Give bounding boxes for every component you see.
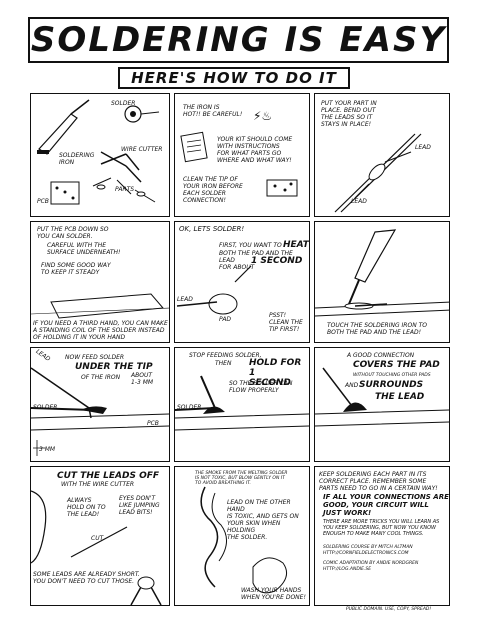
text-heat: HEAT xyxy=(283,240,309,250)
text-about-mm: ABOUT 1-3 MM xyxy=(131,372,154,386)
tools-illustration xyxy=(37,99,160,205)
text-psst: PSST! CLEAN THE TIP FIRST! xyxy=(269,312,303,333)
page-subtitle: HERE'S HOW TO DO IT xyxy=(131,69,337,87)
touch-iron-illustration xyxy=(315,229,449,317)
page-title: SOLDERING IS EASY xyxy=(30,20,447,60)
text-careful-surface: CAREFUL WITH THE SURFACE UNDERNEATH! xyxy=(47,242,121,256)
text-clean-tip: CLEAN THE TIP OF YOUR IRON BEFORE EACH S… xyxy=(183,176,243,204)
text-covers-pad: COVERS THE PAD xyxy=(353,360,440,370)
text-third-hand: IF YOU NEED A THIRD HAND, YOU CAN MAKE A… xyxy=(33,320,168,341)
title-box: SOLDERING IS EASY xyxy=(28,17,449,63)
label-3mm: 3 MM xyxy=(39,446,56,453)
pcb-down-illustration xyxy=(31,293,169,319)
text-flow: SO THE SOLDER CAN FLOW PROPERLY xyxy=(229,380,293,394)
text-the-lead: THE LEAD xyxy=(375,392,425,402)
text-comic-credit: COMIC ADAPTATION BY ANDIE NORDGREN HTTP:… xyxy=(323,561,419,572)
text-of-iron: OF THE IRON xyxy=(81,374,121,381)
text-and: AND xyxy=(345,382,359,389)
text-hold-second: HOLD FOR 1 SECOND xyxy=(249,358,302,388)
text-already-short: SOME LEADS ARE ALREADY SHORT. YOU DON'T … xyxy=(33,571,140,585)
label-soldering-iron: SOLDERING IRON xyxy=(59,152,95,166)
label-solder: SOLDER xyxy=(111,100,136,107)
text-always-hold: ALWAYS HOLD ON TO THE LEAD! xyxy=(67,497,106,518)
text-iron-hot: THE IRON IS HOT!! BE CAREFUL! xyxy=(183,104,243,118)
cut-leads-illustration xyxy=(31,490,162,605)
panel-safety-lead: THE SMOKE FROM THE MELTING SOLDER IS NOT… xyxy=(174,466,310,606)
text-smoke: THE SMOKE FROM THE MELTING SOLDER IS NOT… xyxy=(195,471,288,486)
panel-heat: OK, LETS SOLDER! FIRST, YOU WANT TO HEAT… xyxy=(174,221,310,343)
panel-place-part: PUT YOUR PART IN PLACE. BEND OUT THE LEA… xyxy=(314,93,450,217)
panel-safety: ⚡♨ THE IRON IS HOT!! BE CAREFUL! YOUR KI… xyxy=(174,93,310,217)
panel-keep-soldering: KEEP SOLDERING EACH PART IN ITS CORRECT … xyxy=(314,466,450,606)
label-lead-bottom: LEAD xyxy=(351,198,367,205)
text-stop-feeding: STOP FEEDING SOLDER, xyxy=(189,352,262,359)
label-lead-top: LEAD xyxy=(415,144,431,151)
label-cut: CUT xyxy=(91,535,104,542)
label-pcb: PCB xyxy=(147,420,159,427)
text-under-tip: UNDER THE TIP xyxy=(75,362,153,372)
svg-text:⚡♨: ⚡♨ xyxy=(253,109,272,123)
heat-illustration xyxy=(176,265,252,315)
text-place-part: PUT YOUR PART IN PLACE. BEND OUT THE LEA… xyxy=(321,100,377,128)
text-instructions: YOUR KIT SHOULD COME WITH INSTRUCTIONS F… xyxy=(217,136,293,164)
panel-hold: STOP FEEDING SOLDER, THEN HOLD FOR 1 SEC… xyxy=(174,347,310,462)
text-keep-steady: FIND SOME GOOD WAY TO KEEP IT STEADY xyxy=(41,262,111,276)
label-wire-cutter: WIRE CUTTER xyxy=(121,146,163,153)
text-course-credit: SOLDERING COURSE BY MITCH ALTMAN HTTP://… xyxy=(323,545,413,556)
safety-illustration: ⚡♨ xyxy=(180,109,298,197)
footer-license: PUBLIC DOMAIN. USE, COPY, SPREAD! xyxy=(346,607,432,612)
panel-tools: SOLDER WIRE CUTTER SOLDERING IRON PARTS … xyxy=(30,93,170,217)
text-keep-soldering: KEEP SOLDERING EACH PART IN ITS CORRECT … xyxy=(319,471,438,492)
text-first: FIRST, YOU WANT TO xyxy=(219,242,282,249)
label-solder: SOLDER xyxy=(177,404,202,411)
text-both-pad-lead: BOTH THE PAD AND THE LEAD FOR ABOUT xyxy=(219,250,293,271)
smoke-hands-illustration xyxy=(200,486,288,594)
text-without: WITHOUT TOUCHING OTHER PADS xyxy=(353,373,431,378)
text-then: THEN xyxy=(215,360,232,367)
text-good-connection: A GOOD CONNECTION xyxy=(347,352,415,359)
label-pad: PAD xyxy=(219,316,232,323)
text-wash-hands: WASH YOUR HANDS WHEN YOU'RE DONE! xyxy=(241,587,306,601)
text-one-second: 1 SECOND xyxy=(251,256,303,266)
text-pcb-down: PUT THE PCB DOWN SO YOU CAN SOLDER. xyxy=(37,226,109,240)
hold-illustration xyxy=(175,375,309,431)
text-lead-toxic: LEAD ON THE OTHER HAND IS TOXIC, AND GET… xyxy=(227,499,299,541)
subtitle-box: HERE'S HOW TO DO IT xyxy=(118,67,350,89)
good-connection-illustration xyxy=(315,367,449,427)
panel-touch-iron: TOUCH THE SOLDERING IRON TO BOTH THE PAD… xyxy=(314,221,450,343)
label-solder: SOLDER xyxy=(33,404,58,411)
part-illustration xyxy=(334,133,422,213)
text-surrounds: SURROUNDS xyxy=(359,380,424,390)
text-now-feed: NOW FEED SOLDER xyxy=(65,354,125,361)
label-parts: PARTS xyxy=(115,186,135,193)
text-touch-iron: TOUCH THE SOLDERING IRON TO BOTH THE PAD… xyxy=(327,322,427,336)
panel-pcb-down: PUT THE PCB DOWN SO YOU CAN SOLDER. CARE… xyxy=(30,221,170,343)
label-pcb: PCB xyxy=(37,198,49,205)
text-lets-solder: OK, LETS SOLDER! xyxy=(179,225,245,233)
panel-feed-solder: LEAD NOW FEED SOLDER UNDER THE TIP OF TH… xyxy=(30,347,170,462)
text-eyes: EYES DON'T LIKE JUMPING LEAD BITS! xyxy=(119,495,160,516)
panel-good-connection: A GOOD CONNECTION COVERS THE PAD WITHOUT… xyxy=(314,347,450,462)
text-cut-leads: CUT THE LEADS OFF xyxy=(57,471,160,481)
text-if-all-good: IF ALL YOUR CONNECTIONS ARE GOOD, YOUR C… xyxy=(323,493,449,517)
feed-solder-illustration xyxy=(31,367,169,456)
text-with-cutter: WITH THE WIRE CUTTER xyxy=(61,481,135,488)
label-lead: LEAD xyxy=(177,296,193,303)
panel-cut-leads: CUT THE LEADS OFF WITH THE WIRE CUTTER A… xyxy=(30,466,170,606)
text-more-tricks: THERE ARE MORE TRICKS YOU WILL LEARN AS … xyxy=(323,519,440,537)
